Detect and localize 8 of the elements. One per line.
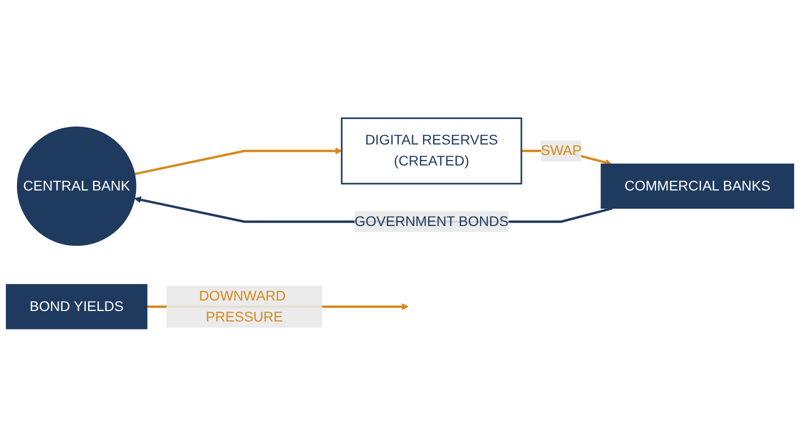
node-box: DIGITAL RESERVES (CREATED): [340, 117, 522, 184]
edge-label: DOWNWARD PRESSURE: [199, 288, 286, 325]
arrow: [134, 147, 342, 176]
node-circle: CENTRAL BANK: [16, 126, 136, 246]
node-box: BOND YIELDS: [6, 284, 148, 330]
edge-label: SWAP: [540, 142, 582, 158]
edge-label: GOVERNMENT BONDS: [354, 213, 509, 230]
node-box: COMMERCIAL BANKS: [600, 164, 794, 209]
